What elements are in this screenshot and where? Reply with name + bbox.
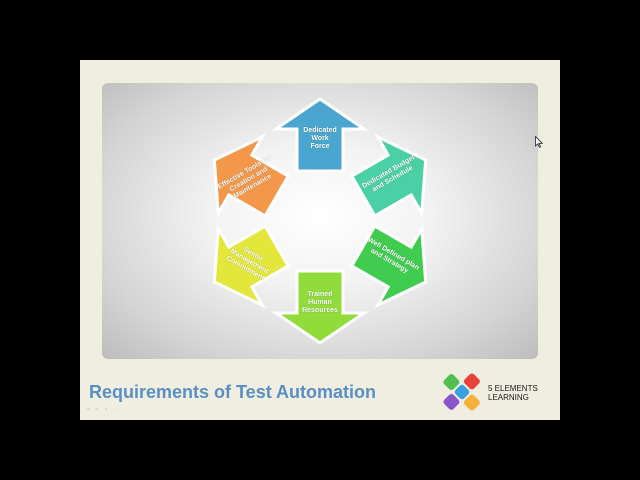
logo-petal-left [443,374,460,391]
arrow-down [271,269,369,345]
logo-petal-right [463,394,480,411]
slide-title: Requirements of Test Automation [89,382,377,402]
arrow-up [271,97,369,173]
logo-petal-bottom [443,393,460,410]
arrow-label-down: Trained Human Resources [302,291,338,314]
logo-petal-top [463,373,480,390]
mouse-cursor-icon [535,136,543,148]
arrow-lower-left [212,223,291,309]
arrow-upper-right [349,133,428,219]
player-controls-icon[interactable]: ◂ ▸ ▪ ▫ [86,406,118,413]
arrow-label-up: Dedicated Work Force [303,127,337,150]
logo-text: 5 ELEMENTS LEARNING [488,384,538,402]
logo-line-2: LEARNING [488,393,529,402]
arrow-upper-left [212,133,291,219]
hexagon-arrow-diagram [212,97,428,345]
logo-line-1: 5 ELEMENTS [488,384,538,393]
five-elements-logo-icon [443,373,480,411]
logo-petal-center [454,384,470,400]
arrow-lower-right [349,223,428,309]
